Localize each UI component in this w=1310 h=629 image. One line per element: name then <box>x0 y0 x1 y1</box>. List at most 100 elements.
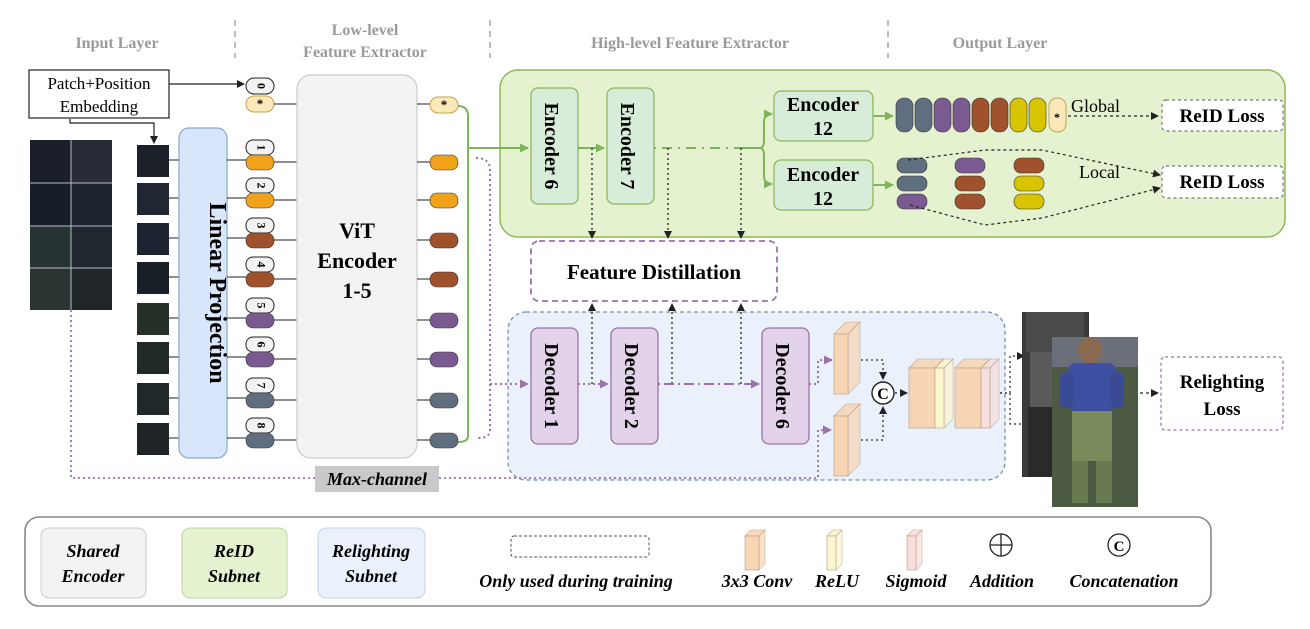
conv-bottom-to-concat <box>861 406 887 441</box>
decoder-2-block <box>610 327 659 445</box>
global-token <box>914 97 933 133</box>
global-token <box>952 97 971 133</box>
encoder-6-label: Encoder 6 <box>540 103 562 190</box>
position-badge-label: 8 <box>254 423 268 429</box>
output-token-pill <box>429 271 459 288</box>
conv-block-upper <box>833 321 861 395</box>
header-input-layer: Input Layer <box>75 35 158 52</box>
global-class-token <box>1048 97 1067 133</box>
patch-token-pill <box>245 312 275 329</box>
encoder-7-label: Encoder 7 <box>616 103 638 190</box>
class-token-label: * <box>257 96 264 111</box>
local-token <box>954 175 986 192</box>
decoder-1-label: Decoder 1 <box>540 343 562 429</box>
global-label: Global <box>1071 96 1120 116</box>
legend-relu-icon <box>826 529 843 571</box>
patch-token-pill <box>245 432 275 449</box>
encoder-12-local-label-line1: Encoder <box>787 164 859 186</box>
position-badge-label: 2 <box>254 183 268 189</box>
reid-subnet-region <box>499 69 1286 238</box>
legend-concat-icon <box>1107 533 1131 557</box>
max-channel-label: Max-channel <box>326 469 427 489</box>
local-label: Local <box>1079 162 1120 182</box>
patch-token-pill <box>245 154 275 171</box>
global-token <box>895 97 914 133</box>
encoder-7-block <box>606 87 655 205</box>
reid-loss-global-label: ReID Loss <box>1180 106 1265 127</box>
patch-token-pill <box>245 392 275 409</box>
decoder-6-block <box>761 327 810 445</box>
reid-loss-global-box <box>1161 99 1284 132</box>
legend-training-swatch <box>510 535 650 558</box>
local-token <box>896 157 928 174</box>
position-badge-label: 4 <box>254 262 268 268</box>
local-token <box>1013 175 1045 192</box>
patch-thumbnail <box>137 342 169 374</box>
legend-shared-line1: Shared <box>66 541 120 561</box>
vit-output-to-relight-bracket <box>475 157 491 439</box>
embedding-to-patch-arrow <box>69 119 158 144</box>
position-badge-label: 5 <box>254 303 268 309</box>
patch-token-pill <box>245 271 275 288</box>
output-token-pill <box>429 392 459 409</box>
vit-encoder-block <box>296 74 418 459</box>
legend-concat-label: Concatenation <box>1069 571 1178 591</box>
legend-relight-line2: Subnet <box>345 566 398 586</box>
legend-relight-swatch <box>317 527 426 599</box>
legend-sigmoid-label: Sigmoid <box>885 571 947 591</box>
legend-relight-line1: Relighting <box>331 541 410 561</box>
max-channel-skip-path <box>70 310 831 479</box>
conv-stack-relu-1 <box>934 358 954 429</box>
decoder6-to-conv-arrow <box>809 355 833 385</box>
global-token <box>933 97 952 133</box>
position-badge-label: 7 <box>254 383 268 389</box>
token-0-badge <box>245 77 275 95</box>
linear-projection-block <box>178 127 228 459</box>
patch-thumbnail <box>137 183 169 215</box>
position-badge-label: 6 <box>254 342 268 348</box>
patch-thumbnail <box>137 145 169 177</box>
patch-thumbnail <box>137 383 169 415</box>
output-relighted-image <box>1052 337 1138 507</box>
reid-loss-local-box <box>1161 165 1284 199</box>
vit-label-line1: ViT <box>339 218 375 243</box>
local-token <box>954 157 986 174</box>
output-token-pill <box>429 351 459 368</box>
chain-to-encoder12-local-arrow <box>759 147 773 189</box>
patch-position-embedding-box <box>28 69 170 119</box>
patch-thumbnail <box>137 303 169 335</box>
patch-thumbnail <box>137 262 169 294</box>
concat-node-symbol: C <box>877 386 889 403</box>
local-token <box>896 193 928 210</box>
global-class-token-label: * <box>1054 110 1060 124</box>
relighting-loss-line1: Relighting <box>1180 372 1265 393</box>
vit-label-line2: Encoder <box>317 248 397 273</box>
output-token-pill <box>429 192 459 209</box>
encoder-6-block <box>530 87 579 205</box>
global-token <box>971 97 990 133</box>
relighting-loss-line2: Loss <box>1204 399 1241 420</box>
conv-top-to-concat <box>861 359 887 380</box>
local-hull-bottom <box>909 185 1161 226</box>
reid-loss-local-label: ReID Loss <box>1180 172 1265 193</box>
local-token <box>954 193 986 210</box>
legend-conv-label: 3x3 Conv <box>721 571 794 591</box>
legend-reid-line1: ReID <box>213 541 254 561</box>
output-token-pill <box>429 154 459 171</box>
output-token-pill <box>429 232 459 249</box>
concat-node <box>871 381 895 405</box>
local-token <box>1013 157 1045 174</box>
legend-concat-symbol: C <box>1114 539 1125 555</box>
output-token-pill <box>429 312 459 329</box>
conv-stack-sigmoid <box>980 358 1000 429</box>
legend-reid-line2: Subnet <box>208 566 261 586</box>
global-token <box>990 97 1009 133</box>
legend-shared-swatch <box>40 527 147 599</box>
decoder-1-block <box>530 327 579 445</box>
legend-training-label: Only used during training <box>479 571 673 591</box>
local-hull-top <box>907 149 1161 178</box>
legend-addition-label: Addition <box>969 571 1034 591</box>
patch-token-pill <box>245 232 275 249</box>
global-token <box>1028 97 1047 133</box>
conv-block-lower <box>833 403 861 477</box>
